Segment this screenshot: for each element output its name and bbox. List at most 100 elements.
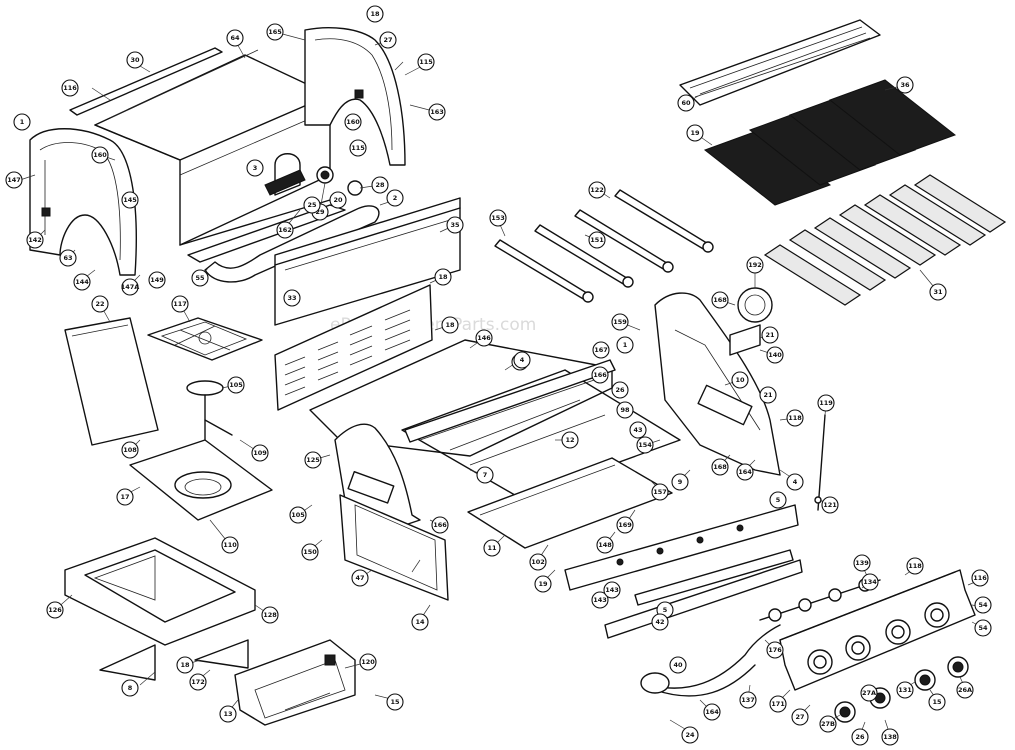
callout-c30: 33 — [283, 289, 301, 307]
callout-c100: 54 — [974, 619, 992, 637]
svg-text:102: 102 — [531, 558, 545, 566]
svg-text:27B: 27B — [821, 720, 835, 728]
svg-text:128: 128 — [263, 611, 277, 619]
rotisserie-burner — [729, 287, 773, 356]
callout-c15: 142 — [26, 231, 44, 249]
callout-c65: 154 — [636, 436, 654, 454]
svg-text:5: 5 — [663, 606, 668, 614]
callouts: 116 30 64 165 18 27 115 163 160 115 160 … — [5, 5, 992, 746]
callout-c40: 128 — [261, 606, 279, 624]
svg-text:4: 4 — [520, 356, 525, 364]
callout-c94: 26 — [851, 728, 869, 746]
callout-c99: 54 — [974, 596, 992, 614]
callout-c5: 18 — [366, 5, 384, 23]
hood-end-cap-left — [29, 128, 137, 276]
callout-c89: 164 — [703, 703, 721, 721]
callout-c67: 168 — [711, 458, 729, 476]
callout-c114: 19 — [686, 124, 704, 142]
svg-text:110: 110 — [223, 541, 237, 549]
callout-c75: 119 — [817, 394, 835, 412]
callout-c106: 134 — [861, 573, 879, 591]
callout-c98: 116 — [971, 569, 989, 587]
callout-c62: 169 — [616, 516, 634, 534]
callout-c107: 10 — [731, 371, 749, 389]
svg-text:167: 167 — [594, 346, 608, 354]
svg-text:145: 145 — [123, 196, 137, 204]
callout-c35: 105 — [227, 376, 245, 394]
callout-c86: 43 — [629, 421, 647, 439]
svg-text:27: 27 — [383, 36, 392, 44]
svg-text:118: 118 — [908, 562, 922, 570]
callout-c80: 159 — [611, 313, 629, 331]
svg-text:115: 115 — [419, 58, 433, 66]
callout-c84: 26 — [611, 381, 629, 399]
callout-c110: 168 — [711, 291, 729, 309]
svg-text:119: 119 — [819, 399, 833, 407]
callout-c34: 117 — [171, 295, 189, 313]
callout-c1: 116 — [61, 79, 79, 97]
callout-c64: 157 — [651, 483, 669, 501]
callout-c91: 27B — [819, 715, 837, 733]
svg-text:21: 21 — [765, 331, 775, 339]
callout-c47: 15 — [386, 693, 404, 711]
svg-text:164: 164 — [705, 708, 719, 716]
callout-c115: 31 — [929, 283, 947, 301]
svg-text:43: 43 — [633, 426, 642, 434]
svg-text:162: 162 — [278, 226, 292, 234]
callout-c69: 4 — [786, 473, 804, 491]
svg-text:17: 17 — [120, 493, 129, 501]
callout-c18: 147A — [121, 278, 139, 296]
firebox-end-left — [334, 423, 421, 526]
flavor-bars — [763, 174, 1007, 306]
front-panel-tray — [234, 639, 356, 726]
callout-c93: 27A — [860, 684, 878, 702]
callout-c82: 167 — [592, 341, 610, 359]
ignitor-rod — [814, 414, 826, 511]
callout-c28: 35 — [446, 216, 464, 234]
callout-c73: 143 — [603, 581, 621, 599]
callout-c29: 18 — [434, 268, 452, 286]
svg-text:160: 160 — [93, 151, 107, 159]
firebox-end-right — [654, 292, 781, 476]
svg-text:148: 148 — [598, 541, 612, 549]
side-burner — [186, 380, 233, 446]
manifold-rail — [404, 359, 616, 443]
svg-text:120: 120 — [361, 658, 375, 666]
svg-text:12: 12 — [565, 436, 574, 444]
control-panel — [779, 569, 976, 691]
svg-text:105: 105 — [291, 511, 305, 519]
callout-c109: 140 — [766, 346, 784, 364]
callout-c50: 125 — [304, 451, 322, 469]
svg-text:27A: 27A — [862, 689, 876, 697]
callout-c32: 146 — [475, 329, 493, 347]
svg-text:1: 1 — [20, 118, 25, 126]
callout-c61: 148 — [596, 536, 614, 554]
svg-text:64: 64 — [230, 34, 240, 42]
callout-c48: 105 — [289, 506, 307, 524]
svg-text:28: 28 — [375, 181, 385, 189]
callout-c92: 27 — [791, 708, 809, 726]
svg-text:108: 108 — [123, 446, 137, 454]
callout-c104: 171 — [769, 695, 787, 713]
svg-text:154: 154 — [638, 441, 652, 449]
svg-text:60: 60 — [681, 99, 691, 107]
svg-text:164: 164 — [738, 468, 752, 476]
callout-c111: 192 — [746, 256, 764, 274]
svg-text:19: 19 — [538, 580, 548, 588]
cooking-grates — [703, 79, 957, 206]
svg-text:147: 147 — [7, 176, 21, 184]
svg-text:3: 3 — [253, 164, 258, 172]
callout-c71: 21 — [759, 386, 777, 404]
callout-c38: 17 — [116, 488, 134, 506]
svg-text:172: 172 — [191, 678, 205, 686]
svg-text:143: 143 — [605, 586, 619, 594]
callout-c13: 147 — [5, 171, 23, 189]
svg-text:47: 47 — [355, 574, 364, 582]
handle-assembly — [204, 153, 380, 283]
svg-text:163: 163 — [430, 108, 444, 116]
callout-c16: 63 — [59, 249, 77, 267]
callout-c90: 24 — [681, 726, 699, 744]
svg-text:1: 1 — [623, 341, 628, 349]
callout-c60: 143 — [591, 591, 609, 609]
